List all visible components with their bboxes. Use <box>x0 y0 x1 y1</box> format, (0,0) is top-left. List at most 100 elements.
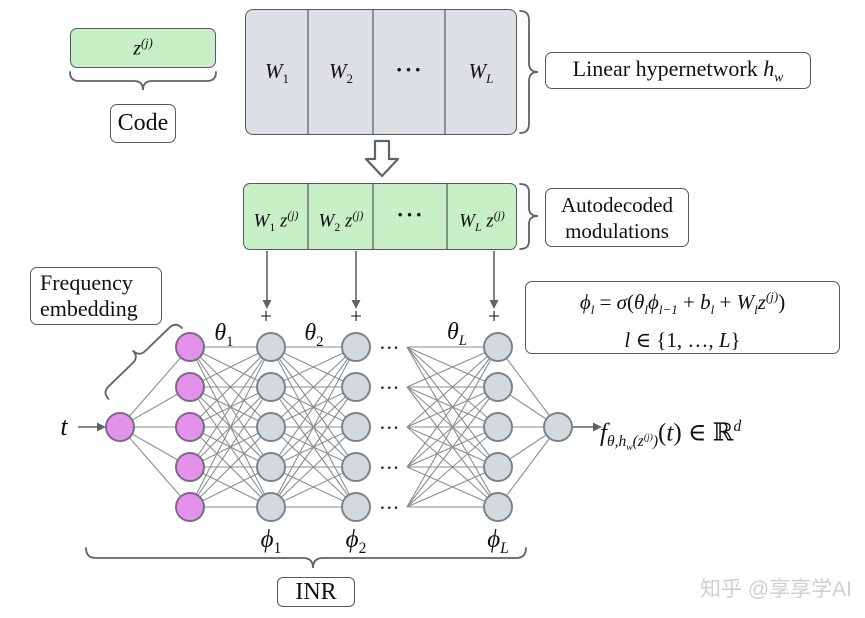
theta2-label: θ2 <box>304 320 324 350</box>
layer2-node-3 <box>341 412 371 442</box>
equation-line2: l ∈ {1, …, L} <box>624 328 741 353</box>
output-arrow <box>572 422 602 432</box>
output-expression: fθ,hw(z(j))(t) ∈ ℝd <box>600 417 742 454</box>
layerL-node-3 <box>483 412 513 442</box>
frequency-embedding-box: Frequency embedding <box>30 267 162 325</box>
edge <box>270 346 357 468</box>
layerL-node-5 <box>483 492 513 522</box>
edge <box>406 346 499 428</box>
layer1-node-3 <box>256 412 286 442</box>
equation-box: ϕl = σ(θlϕl−1 + bl + Wlz(j)) l ∈ {1, …, … <box>525 281 840 354</box>
edge <box>497 426 559 468</box>
edge <box>270 386 357 428</box>
modulation-cell-dots: ··· <box>396 202 425 227</box>
hypernetwork-label-box: Linear hypernetwork hw <box>545 52 811 89</box>
hypernetwork-output-arrow-icon <box>364 139 400 178</box>
row-dots: ··· <box>380 460 401 477</box>
network-nodes <box>105 332 573 522</box>
edge <box>270 466 357 508</box>
inr-label-box: INR <box>277 577 355 607</box>
edge <box>189 346 272 508</box>
edge <box>406 466 499 508</box>
edge <box>189 346 272 428</box>
edge <box>270 346 357 508</box>
inr-label: INR <box>295 578 337 605</box>
code-value-box: z(j) <box>70 28 216 68</box>
matrix-cell-w2: W2 <box>328 59 353 87</box>
edge <box>497 346 559 428</box>
row-dots: ··· <box>380 420 401 437</box>
edge <box>189 386 272 428</box>
embedding-node-4 <box>175 452 205 482</box>
embedding-node-5 <box>175 492 205 522</box>
edge <box>406 386 499 508</box>
edge <box>270 386 357 428</box>
phi2-label: ϕ2 <box>345 526 367 557</box>
edge <box>189 386 272 468</box>
edge <box>270 346 357 428</box>
edge <box>189 426 272 508</box>
reals-symbol: ℝ <box>712 417 734 447</box>
edge <box>270 426 357 508</box>
edge <box>270 386 357 468</box>
layer2-node-5 <box>341 492 371 522</box>
edge <box>497 426 559 508</box>
edge <box>270 386 357 508</box>
frequency-line2: embedding <box>40 296 138 321</box>
layer2-node-4 <box>341 452 371 482</box>
edge <box>270 426 357 468</box>
edge <box>406 386 499 468</box>
edge <box>270 346 357 468</box>
output-f: f <box>600 419 607 447</box>
edge <box>270 426 357 468</box>
edge <box>189 426 272 468</box>
edge <box>406 346 499 468</box>
weight-matrix-box <box>245 9 517 135</box>
modulation-cell-1: W1 z(j) <box>253 209 299 235</box>
autodecoded-label-box: Autodecoded modulations <box>545 188 689 247</box>
edge <box>189 386 272 428</box>
layer1-node-5 <box>256 492 286 522</box>
modulations-box <box>243 183 517 250</box>
matrix-cell-w1: W1 <box>264 59 289 87</box>
frequency-embedding-brace <box>104 323 183 400</box>
layer1-node-1 <box>256 332 286 362</box>
input-node <box>105 412 135 442</box>
phiL-label: ϕL <box>487 526 509 557</box>
edge <box>406 386 499 468</box>
edge <box>189 386 272 508</box>
edge <box>189 346 272 508</box>
input-t-label: t <box>60 412 68 441</box>
edge <box>406 346 499 468</box>
row-dots: ··· <box>380 340 401 357</box>
autodecoded-line1: Autodecoded <box>561 192 673 217</box>
modulation-cell-2: W2 z(j) <box>318 209 364 235</box>
layerL-node-4 <box>483 452 513 482</box>
edge <box>119 426 191 508</box>
layer1-node-2 <box>256 372 286 402</box>
edge <box>406 386 499 428</box>
phi1-label: ϕ1 <box>260 526 282 557</box>
edge <box>497 386 559 428</box>
layer1-node-4 <box>256 452 286 482</box>
modulations-brace <box>519 183 539 250</box>
matrix-cell-dots: ··· <box>395 57 424 82</box>
plus-sign-1: + <box>260 304 272 328</box>
code-brace <box>69 71 217 91</box>
embedding-node-3 <box>175 412 205 442</box>
edge <box>189 466 272 508</box>
edge <box>270 346 357 428</box>
row-dots: ··· <box>380 380 401 397</box>
layer2-node-2 <box>341 372 371 402</box>
edge <box>406 346 499 508</box>
inr-brace <box>85 547 527 569</box>
edge <box>189 386 272 508</box>
equation-line1: ϕl = σ(θlϕl−1 + bl + Wlz(j)) <box>579 288 786 318</box>
edge <box>189 346 272 468</box>
theta1-label: θ1 <box>214 320 234 350</box>
edge <box>270 346 357 508</box>
edge <box>189 346 272 468</box>
edge <box>406 466 499 508</box>
edge <box>189 426 272 508</box>
